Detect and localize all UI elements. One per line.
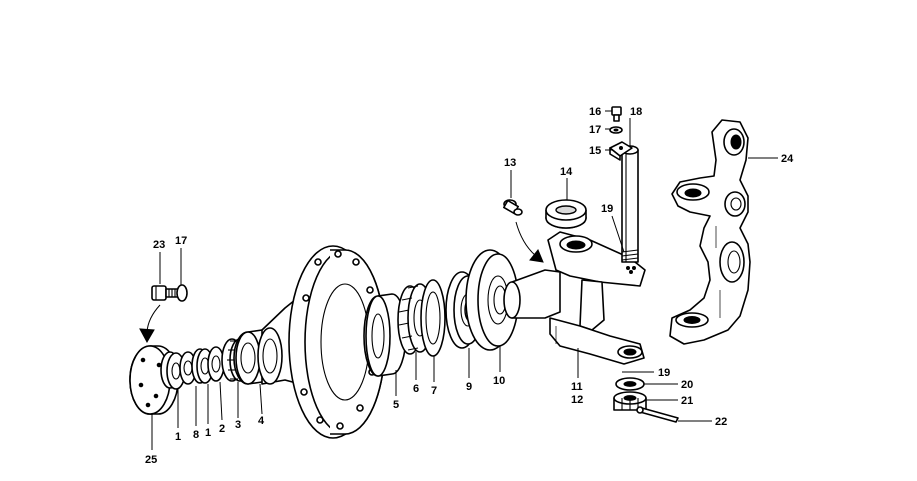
callout-5: 5 <box>393 399 399 411</box>
callout-17-left: 17 <box>175 235 187 247</box>
callout-19-bottom: 19 <box>658 367 670 379</box>
callout-19-top: 19 <box>601 203 613 215</box>
washer-part-20 <box>615 377 645 391</box>
callout-17-top: 17 <box>589 124 601 136</box>
callout-12: 12 <box>571 394 583 406</box>
callout-23: 23 <box>153 239 165 251</box>
grease-nipple-part-13 <box>503 199 523 216</box>
callout-1-second: 1 <box>205 427 211 439</box>
callout-1-first: 1 <box>175 431 181 443</box>
callout-labels: 16 18 17 15 24 13 14 19 23 17 5 6 7 9 10… <box>145 106 794 466</box>
cotter-pin-part-22 <box>636 406 679 423</box>
stub-axle-knuckle-part-11-12 <box>503 231 646 365</box>
callout-10: 10 <box>493 375 505 387</box>
spacer-part-5 <box>363 293 407 377</box>
callout-14: 14 <box>560 166 573 178</box>
roller-bearing-part-6-7 <box>397 279 446 357</box>
callout-18: 18 <box>630 106 642 118</box>
callout-9: 9 <box>466 381 472 393</box>
wheel-hub-part <box>257 245 386 439</box>
assembly-arrow-left <box>139 304 161 344</box>
callout-7: 7 <box>431 385 437 397</box>
callout-16: 16 <box>589 106 601 118</box>
king-pin-part-18 <box>621 145 639 263</box>
callout-8: 8 <box>193 429 199 441</box>
callout-2: 2 <box>219 423 225 435</box>
steering-bracket-part-24 <box>669 119 751 345</box>
lock-plate-part-15 <box>609 141 633 161</box>
callout-25: 25 <box>145 454 157 466</box>
callout-13: 13 <box>504 157 516 169</box>
callout-22: 22 <box>715 416 727 428</box>
assembly-arrow-right <box>515 221 544 263</box>
callout-4: 4 <box>258 415 265 427</box>
thrust-washer-part-14 <box>545 199 587 229</box>
callout-20: 20 <box>681 379 693 391</box>
callout-3: 3 <box>235 419 241 431</box>
dust-shield-part-10 <box>465 249 519 351</box>
callout-6: 6 <box>413 383 419 395</box>
leader-lines <box>151 110 778 450</box>
callout-21: 21 <box>681 395 693 407</box>
callout-24: 24 <box>781 153 794 165</box>
bolt-part-23 <box>151 284 188 302</box>
small-bolt-part-16 <box>611 106 622 122</box>
small-washer-part-17 <box>609 126 623 134</box>
callout-11: 11 <box>571 381 583 393</box>
callout-15: 15 <box>589 145 601 157</box>
